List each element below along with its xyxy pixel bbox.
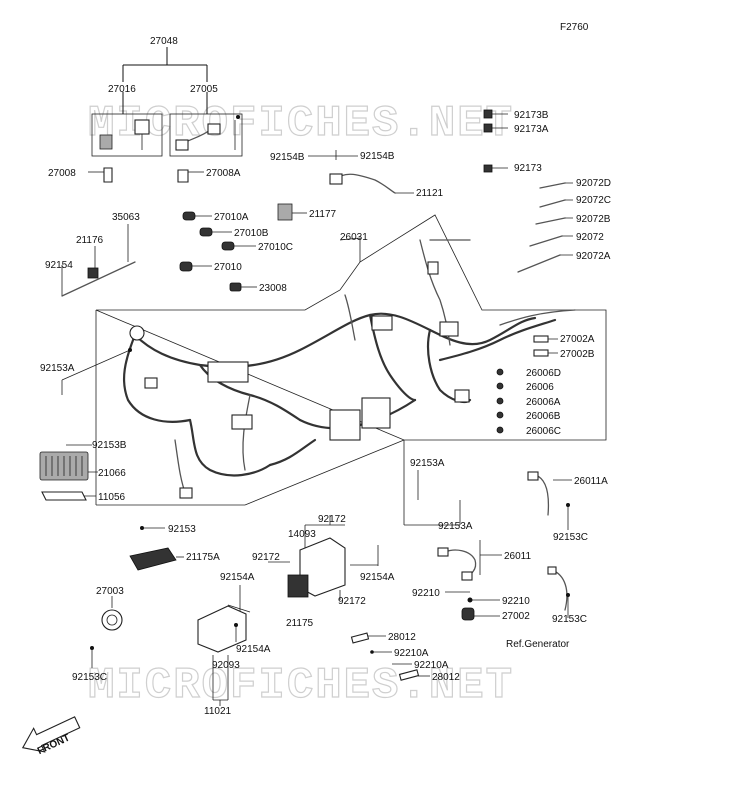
label-92153A-low: 92153A [438, 521, 473, 532]
label-23008: 23008 [259, 283, 287, 294]
label-92153C-right1: 92153C [553, 532, 588, 543]
label-27010C: 27010C [258, 242, 293, 253]
label-21176: 21176 [76, 235, 104, 246]
label-26011: 26011 [504, 551, 532, 562]
label-92153: 92153 [168, 524, 196, 535]
regulator-21066 [39, 444, 98, 501]
label-92072B: 92072B [576, 214, 611, 225]
label-92153C-left: 92153C [72, 672, 107, 683]
label-92154A-low: 92154A [236, 644, 271, 655]
label-92154A-right: 92154A [360, 572, 395, 583]
watermark-top: MICROFICHES.NET [88, 99, 514, 149]
clips-92173 [483, 109, 508, 173]
part-labels: 27048 27016 27005 27008 27008A 92173B 92… [36, 36, 611, 757]
bracket-11021 [197, 585, 251, 706]
label-27008: 27008 [48, 168, 76, 179]
label-28012-top: 28012 [388, 632, 416, 643]
label-27008A: 27008A [206, 168, 241, 179]
bolts-92072 [517, 182, 573, 273]
figure-code: F2760 [560, 22, 589, 33]
label-92210-left: 92210 [412, 588, 440, 599]
label-27010: 27010 [214, 262, 242, 273]
label-92173B: 92173B [514, 110, 549, 121]
label-92210-right: 92210 [502, 596, 530, 607]
group-27048 [91, 47, 243, 157]
label-27002: 27002 [502, 611, 530, 622]
label-92072C: 92072C [576, 195, 611, 206]
label-28012-low: 28012 [432, 672, 460, 683]
label-27010B: 27010B [234, 228, 269, 239]
label-92210A-top: 92210A [394, 648, 429, 659]
label-21066: 21066 [98, 468, 126, 479]
label-92093: 92093 [212, 660, 240, 671]
label-27048: 27048 [150, 36, 178, 47]
label-11021: 11021 [204, 706, 232, 717]
label-92173: 92173 [514, 163, 542, 174]
label-21121: 21121 [416, 188, 444, 199]
label-92210A-low: 92210A [414, 660, 449, 671]
ref-generator-label: Ref.Generator [506, 639, 570, 650]
watermark-bottom: MICROFICHES.NET [88, 661, 514, 711]
label-27002A: 27002A [560, 334, 595, 345]
main-harness-26031 [122, 239, 576, 499]
label-14093: 14093 [288, 529, 316, 540]
label-92154B-right: 92154B [360, 151, 395, 162]
label-26006: 26006 [526, 382, 554, 393]
label-27016: 27016 [108, 84, 136, 95]
ecu-connector-icon [329, 409, 361, 441]
label-26031: 26031 [340, 232, 368, 243]
label-92172-left: 92172 [252, 552, 280, 563]
sensor-27003-icon [101, 609, 123, 631]
harness-outline [95, 214, 607, 506]
label-21177: 21177 [309, 209, 337, 220]
label-92153A-left: 92153A [40, 363, 75, 374]
label-26006A: 26006A [526, 397, 561, 408]
label-26006B: 26006B [526, 411, 561, 422]
label-92154B-left: 92154B [270, 152, 305, 163]
label-27005: 27005 [190, 84, 218, 95]
label-27003: 27003 [96, 586, 124, 597]
label-26006C: 26006C [526, 426, 561, 437]
label-92172-top: 92172 [318, 514, 346, 525]
label-21175A: 21175A [186, 552, 220, 563]
label-92153A-mid: 92153A [410, 458, 445, 469]
label-27002B: 27002B [560, 349, 595, 360]
label-92172-low: 92172 [338, 596, 366, 607]
label-92153B: 92153B [92, 440, 127, 451]
label-92173A: 92173A [514, 124, 549, 135]
connectors-27010 [179, 203, 307, 292]
relay-27016-icon [99, 134, 113, 150]
label-27010A: 27010A [214, 212, 249, 223]
label-26006D: 26006D [526, 368, 561, 379]
connector-27005-icon [175, 139, 189, 151]
front-arrow-icon [21, 716, 81, 753]
label-92154A-left: 92154A [220, 572, 255, 583]
label-92154: 92154 [45, 260, 73, 271]
label-92072D: 92072D [576, 178, 611, 189]
label-92072A: 92072A [576, 251, 611, 262]
label-26011A: 26011A [574, 476, 608, 487]
label-21175: 21175 [286, 618, 314, 629]
label-35063: 35063 [112, 212, 140, 223]
bracket-14093 [268, 515, 379, 600]
label-11056: 11056 [98, 492, 126, 503]
clamp-35063 [61, 224, 136, 297]
label-92072: 92072 [576, 232, 604, 243]
label-92153C-right2: 92153C [552, 614, 587, 625]
terminals-26006 [496, 368, 504, 434]
